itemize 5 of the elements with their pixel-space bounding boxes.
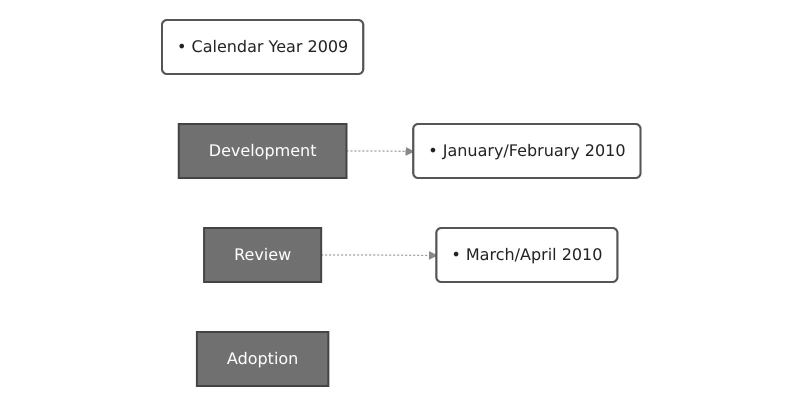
- node-box: Adoption: [196, 331, 330, 387]
- arrow: [346, 146, 414, 156]
- node-box: Development: [178, 123, 348, 179]
- node-box: Review: [203, 227, 322, 283]
- arrow: [320, 251, 438, 260]
